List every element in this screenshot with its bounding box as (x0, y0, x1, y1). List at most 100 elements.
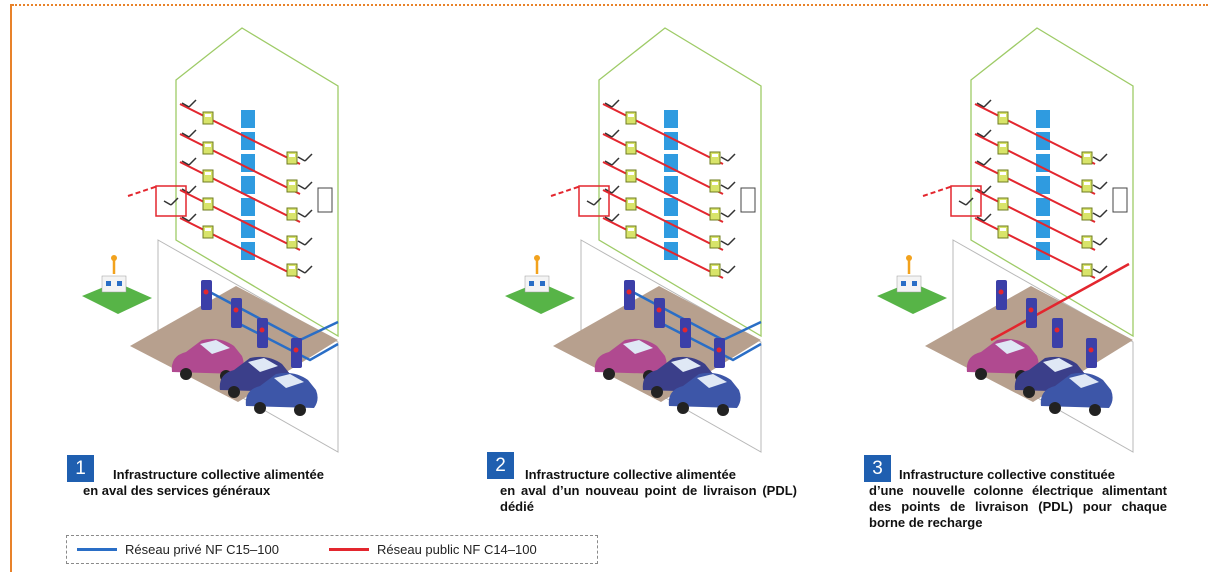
panel-1-illustration (80, 27, 339, 453)
legend-box: Réseau privé NF C15–100 Réseau public NF… (66, 535, 598, 564)
parking-outline (580, 239, 762, 453)
column-segment (1036, 220, 1050, 238)
public-feeder-line (974, 189, 1096, 251)
charging-station-icon (1026, 298, 1037, 328)
public-network-line (990, 262, 1130, 342)
public-feeder-line (974, 133, 1096, 195)
public-feeder-line (974, 217, 1096, 279)
panel-3-title-rest: d’une nouvelle colonne électrique alimen… (869, 483, 1167, 530)
column-segment (1036, 198, 1050, 216)
switch-icon (1092, 265, 1108, 274)
meter-icon (286, 207, 298, 221)
meter-icon (625, 225, 637, 239)
switch-icon (297, 209, 313, 218)
switch-icon (1092, 153, 1108, 162)
public-feeder-line (602, 161, 724, 223)
fan-icon (740, 187, 756, 213)
legend-private-label: Réseau privé NF C15–100 (125, 542, 279, 557)
meter-icon (1081, 179, 1093, 193)
switch-icon (720, 181, 736, 190)
charging-station-icon (1086, 338, 1097, 368)
meter-icon (202, 169, 214, 183)
fan-icon (1112, 187, 1128, 213)
house-icon (503, 253, 577, 316)
public-feeder-line (179, 103, 301, 165)
legend-public: Réseau public NF C14–100 (329, 536, 537, 563)
parking-ground (130, 286, 338, 402)
switch-icon (720, 265, 736, 274)
column-segment (1036, 176, 1050, 194)
panel-1-title-rest: en aval des services généraux (83, 483, 271, 498)
panel-2-illustration (503, 27, 762, 453)
dashed-supply-line (922, 185, 954, 197)
meter-icon (286, 151, 298, 165)
panel-1-badge: 1 (67, 455, 94, 482)
legend-private-line (77, 548, 117, 551)
column-segment (664, 154, 678, 172)
column-segment (664, 176, 678, 194)
legend-public-label: Réseau public NF C14–100 (377, 542, 537, 557)
column-segment (241, 176, 255, 194)
building-outline (970, 27, 1134, 338)
meter-icon (286, 235, 298, 249)
fan-icon (317, 187, 333, 213)
panel-3-illustration (875, 27, 1134, 453)
main-switch-box (155, 185, 187, 217)
meter-icon (202, 197, 214, 211)
legend-public-line (329, 548, 369, 551)
meter-icon (202, 225, 214, 239)
public-feeder-line (974, 161, 1096, 223)
meter-icon (709, 263, 721, 277)
charging-station-icon (996, 280, 1007, 310)
main-switch-box (578, 185, 610, 217)
public-feeder-line (602, 133, 724, 195)
switch-icon (1092, 181, 1108, 190)
charging-station-icon (624, 280, 635, 310)
meter-icon (202, 141, 214, 155)
parking-outline (952, 239, 1134, 453)
switch-icon (1092, 237, 1108, 246)
dashed-supply-line (550, 185, 582, 197)
public-feeder-line (179, 133, 301, 195)
meter-icon (709, 235, 721, 249)
charging-station-icon (680, 318, 691, 348)
meter-icon (709, 179, 721, 193)
public-feeder-line (602, 103, 724, 165)
meter-icon (1081, 235, 1093, 249)
column-segment (241, 198, 255, 216)
panel-3-badge: 3 (864, 455, 891, 482)
meter-icon (1081, 207, 1093, 221)
parking-ground (925, 286, 1133, 402)
column-segment (241, 220, 255, 238)
meter-icon (997, 141, 1009, 155)
charging-station-icon (1052, 318, 1063, 348)
meter-icon (625, 111, 637, 125)
meter-icon (1081, 263, 1093, 277)
meter-icon (286, 263, 298, 277)
column-segment (664, 110, 678, 128)
column-segment (1036, 154, 1050, 172)
public-feeder-line (179, 217, 301, 279)
meter-icon (1081, 151, 1093, 165)
house-icon (80, 253, 154, 316)
switch-icon (720, 209, 736, 218)
charging-station-icon (654, 298, 665, 328)
house-icon (875, 253, 949, 316)
switch-icon (720, 237, 736, 246)
public-feeder-line (602, 189, 724, 251)
switch-icon (297, 265, 313, 274)
legend-private: Réseau privé NF C15–100 (77, 536, 279, 563)
meter-icon (202, 111, 214, 125)
charging-station-icon (291, 338, 302, 368)
charging-station-icon (714, 338, 725, 368)
charging-station-icon (257, 318, 268, 348)
meter-icon (286, 179, 298, 193)
panel-2-title-line1: Infrastructure collective alimentée (525, 467, 736, 482)
meter-icon (625, 169, 637, 183)
panel-3-title-line1: Infrastructure collective constituée (899, 467, 1116, 482)
panel-2-badge: 2 (487, 452, 514, 479)
public-feeder-line (974, 103, 1096, 165)
charging-station-icon (231, 298, 242, 328)
parking-ground (553, 286, 761, 402)
